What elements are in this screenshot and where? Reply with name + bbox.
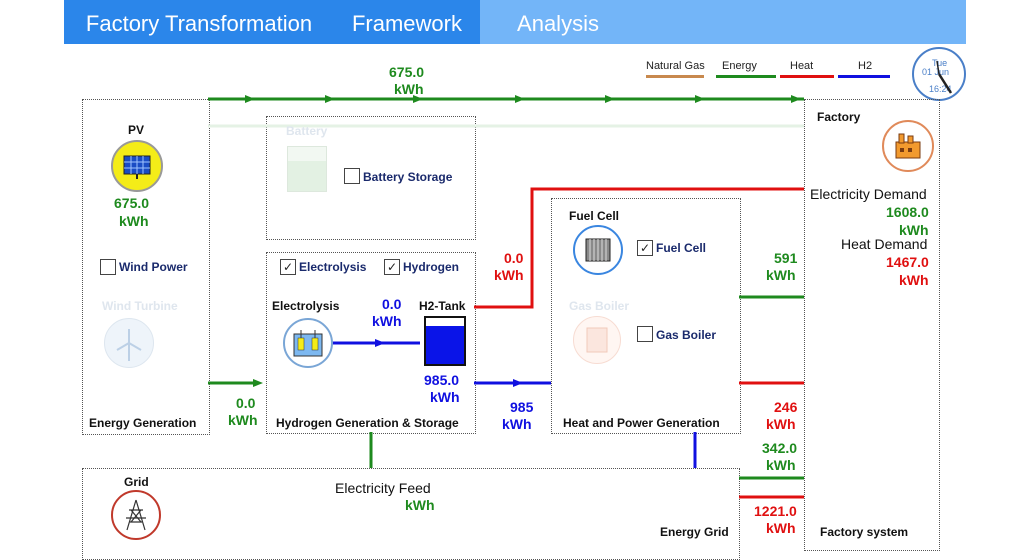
pv-label: PV bbox=[128, 123, 145, 137]
electrolysis-icon bbox=[283, 318, 333, 368]
clock-date: 01 Jun bbox=[922, 67, 950, 77]
legend-line-h2 bbox=[838, 75, 890, 78]
electrolysis-label: Electrolysis bbox=[272, 299, 340, 313]
tab-analysis[interactable]: Analysis bbox=[480, 0, 636, 44]
flow-grid-elec-value: 342.0 bbox=[762, 440, 798, 456]
gas-boiler-icon bbox=[573, 316, 621, 364]
flow-h2-out-unit: kWh bbox=[494, 267, 524, 283]
battery-fill bbox=[288, 161, 326, 191]
clock-time: 16:24 bbox=[929, 84, 952, 94]
hydrogen-title: Hydrogen Generation & Storage bbox=[276, 416, 459, 430]
flow-fc-elec-unit: kWh bbox=[766, 267, 796, 283]
energy-generation-box bbox=[82, 99, 210, 435]
flow-tank-value: 985.0 bbox=[424, 372, 460, 388]
flow-top-unit: kWh bbox=[394, 81, 424, 97]
electricity-demand-value: 1608.0 bbox=[886, 204, 929, 220]
heat-demand-unit: kWh bbox=[899, 272, 929, 288]
flow-top-value: 675.0 bbox=[389, 64, 425, 80]
tab-bar: Factory Transformation Framework Analysi… bbox=[0, 0, 1024, 44]
flow-pv-h2-value: 0.0 bbox=[236, 395, 256, 411]
hydrogen-checkbox-label: Hydrogen bbox=[403, 260, 460, 274]
gas-boiler-checkbox-label: Gas Boiler bbox=[656, 328, 717, 342]
heat-demand-label: Heat Demand bbox=[841, 236, 928, 252]
factory-icon bbox=[882, 120, 934, 172]
wind-power-label: Wind Power bbox=[119, 260, 188, 274]
electricity-demand-label: Electricity Demand bbox=[810, 186, 927, 202]
h2-tank-label: H2-Tank bbox=[419, 299, 466, 313]
legend-line-natural-gas bbox=[646, 75, 704, 78]
battery-box bbox=[266, 116, 476, 240]
flow-fc-heat-unit: kWh bbox=[766, 416, 796, 432]
wind-power-checkbox[interactable] bbox=[100, 259, 116, 275]
wind-turbine-label: Wind Turbine bbox=[102, 299, 178, 313]
factory-system-title: Factory system bbox=[820, 525, 909, 539]
flow-lines bbox=[208, 95, 804, 499]
flow-h2-fc-value: 985 bbox=[510, 399, 534, 415]
electrolysis-checkbox-label: Electrolysis bbox=[299, 260, 367, 274]
pv-icon bbox=[111, 140, 163, 192]
fuel-cell-icon bbox=[573, 225, 623, 275]
flow-electrolysis-unit: kWh bbox=[372, 313, 402, 329]
heat-power-box bbox=[551, 198, 741, 434]
tab-factory-transformation[interactable]: Factory Transformation bbox=[64, 0, 334, 44]
battery-icon bbox=[287, 146, 327, 192]
legend-heat: Heat bbox=[790, 60, 814, 72]
gas-boiler-ghost-label: Gas Boiler bbox=[569, 299, 630, 313]
legend-energy: Energy bbox=[722, 60, 757, 72]
pv-value: 675.0 bbox=[114, 195, 150, 211]
flow-fc-heat-value: 246 bbox=[774, 399, 798, 415]
flow-h2-out-value: 0.0 bbox=[504, 250, 524, 266]
legend-natural-gas: Natural Gas bbox=[646, 60, 705, 72]
energy-grid-title: Energy Grid bbox=[660, 525, 729, 539]
tab-bar-filler bbox=[636, 0, 966, 44]
electrolysis-checkbox[interactable]: ✓ bbox=[280, 259, 296, 275]
legend-h2: H2 bbox=[858, 60, 873, 72]
flow-grid-heat-value: 1221.0 bbox=[754, 503, 797, 519]
pv-unit: kWh bbox=[119, 213, 149, 229]
battery-ghost-label: Battery bbox=[286, 124, 328, 138]
clock-day: Tue bbox=[932, 58, 948, 68]
energy-generation-title: Energy Generation bbox=[89, 416, 197, 430]
clock: Tue 01 Jun 16:24 bbox=[912, 47, 966, 101]
h2-tank-icon bbox=[424, 316, 466, 366]
wind-turbine-icon bbox=[104, 318, 154, 368]
legend-line-heat bbox=[780, 75, 834, 78]
flow-grid-heat-unit: kWh bbox=[766, 520, 796, 536]
flow-h2-fc-unit: kWh bbox=[502, 416, 532, 432]
electricity-feed-label: Electricity Feed bbox=[335, 480, 431, 496]
h2-tank-fill bbox=[426, 326, 464, 364]
flow-pv-h2-unit: kWh bbox=[228, 412, 258, 428]
flow-tank-unit: kWh bbox=[430, 389, 460, 405]
battery-storage-label: Battery Storage bbox=[363, 170, 453, 184]
clock-hands-icon bbox=[936, 60, 953, 94]
fuel-cell-checkbox[interactable]: ✓ bbox=[637, 240, 653, 256]
electricity-demand-unit: kWh bbox=[899, 222, 929, 238]
flow-h2-out bbox=[474, 187, 804, 309]
tab-framework[interactable]: Framework bbox=[334, 0, 480, 44]
flow-grid-elec-unit: kWh bbox=[766, 457, 796, 473]
grid-icon bbox=[111, 490, 161, 540]
grid-label: Grid bbox=[124, 475, 149, 489]
fuel-cell-title: Fuel Cell bbox=[569, 209, 620, 223]
gas-boiler-checkbox[interactable] bbox=[637, 326, 653, 342]
flow-electrolysis-value: 0.0 bbox=[382, 296, 402, 312]
heat-demand-value: 1467.0 bbox=[886, 254, 929, 270]
factory-label: Factory bbox=[817, 110, 861, 124]
hydrogen-checkbox[interactable]: ✓ bbox=[384, 259, 400, 275]
flow-fc-elec-value: 591 bbox=[774, 250, 798, 266]
battery-storage-checkbox[interactable] bbox=[344, 168, 360, 184]
fuel-cell-checkbox-label: Fuel Cell bbox=[656, 241, 707, 255]
heat-power-title: Heat and Power Generation bbox=[563, 416, 720, 430]
electricity-feed-unit: kWh bbox=[405, 497, 435, 513]
legend-line-energy bbox=[716, 75, 776, 78]
